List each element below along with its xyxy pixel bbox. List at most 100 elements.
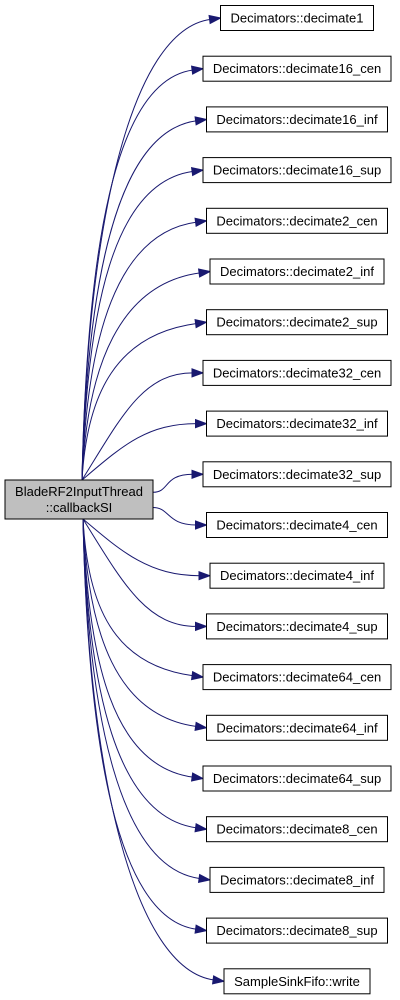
edge-to-decimators-decimate2-sup: [81, 323, 197, 481]
edges-layer: [81, 14, 226, 985]
edge-to-decimators-decimate8-cen: [82, 518, 197, 829]
node-box: [220, 5, 374, 31]
root-node-callbackSI[interactable]: BladeRF2InputThread ::callbackSI: [4, 479, 154, 520]
node-label: Decimators::decimate16_inf: [216, 112, 378, 127]
node-box: [206, 917, 388, 944]
node-label: Decimators::decimate32_cen: [213, 365, 381, 380]
node-decimators-decimate64-cen[interactable]: Decimators::decimate64_cen: [202, 664, 392, 691]
node-samplesinkfifo-write[interactable]: SampleSinkFifo::write: [223, 968, 371, 995]
edge-to-decimators-decimate64-inf: [82, 518, 197, 727]
edge-to-decimators-decimate16-cen: [81, 69, 194, 481]
node-box: [202, 157, 392, 184]
arrowhead-to-decimators-decimate4-cen: [195, 520, 208, 530]
edge-to-decimators-decimate64-cen: [82, 518, 194, 677]
node-label: SampleSinkFifo::write: [234, 974, 360, 989]
node-label: Decimators::decimate2_inf: [220, 264, 374, 279]
edge-to-decimators-decimate16-sup: [81, 170, 194, 481]
edge-to-decimators-decimate32-inf: [81, 423, 197, 481]
node-decimators-decimate64-inf[interactable]: Decimators::decimate64_inf: [206, 714, 388, 741]
node-box: [223, 968, 371, 995]
node-decimators-decimate32-sup[interactable]: Decimators::decimate32_sup: [202, 461, 392, 488]
node-box: [202, 461, 392, 488]
node-label: Decimators::decimate8_sup: [216, 923, 377, 938]
node-box: [206, 816, 388, 843]
node-box: [206, 714, 388, 741]
arrowhead-to-decimators-decimate4-sup: [195, 621, 208, 632]
node-decimators-decimate64-sup[interactable]: Decimators::decimate64_sup: [202, 765, 392, 792]
edge-to-decimators-decimate4-inf: [82, 518, 201, 577]
node-decimators-decimate16-cen[interactable]: Decimators::decimate16_cen: [202, 55, 392, 82]
arrowhead-to-decimators-decimate2-sup: [194, 319, 208, 329]
node-decimators-decimate32-cen[interactable]: Decimators::decimate32_cen: [202, 359, 392, 386]
edge-to-decimators-decimate8-sup: [82, 518, 197, 930]
node-decimators-decimate8-inf[interactable]: Decimators::decimate8_inf: [209, 866, 385, 893]
node-box: [202, 55, 392, 82]
node-decimators-decimate8-cen[interactable]: Decimators::decimate8_cen: [206, 816, 388, 843]
arrowhead-to-decimators-decimate32-sup: [191, 469, 205, 480]
node-box: [209, 258, 385, 285]
node-box: [206, 410, 388, 437]
edge-to-decimators-decimate2-inf: [81, 272, 201, 481]
arrowhead-to-decimators-decimate1: [208, 14, 222, 25]
node-box: [209, 562, 385, 589]
arrowhead-to-decimators-decimate8-cen: [194, 823, 208, 833]
arrowhead-to-decimators-decimate16-inf: [194, 116, 208, 126]
node-decimators-decimate16-sup[interactable]: Decimators::decimate16_sup: [202, 157, 392, 184]
node-decimators-decimate1[interactable]: Decimators::decimate1: [220, 5, 374, 31]
arrowhead-to-decimators-decimate32-cen: [191, 368, 205, 378]
arrowhead-to-decimators-decimate64-sup: [190, 772, 205, 782]
node-decimators-decimate2-sup[interactable]: Decimators::decimate2_sup: [206, 309, 388, 336]
target-nodes-layer: Decimators::decimate1Decimators::decimat…: [202, 5, 392, 995]
node-label: Decimators::decimate4_cen: [216, 518, 377, 533]
root-node-label-line2: ::callbackSI: [46, 500, 112, 515]
node-box: [206, 613, 388, 640]
node-decimators-decimate2-cen[interactable]: Decimators::decimate2_cen: [206, 207, 388, 234]
arrowhead-to-decimators-decimate16-sup: [190, 166, 205, 177]
edge-to-decimators-decimate8-inf: [82, 518, 201, 880]
node-box: [206, 309, 388, 336]
node-label: Decimators::decimate8_inf: [220, 872, 374, 887]
node-label: Decimators::decimate64_cen: [213, 670, 381, 685]
node-label: Decimators::decimate8_cen: [216, 822, 377, 837]
node-label: Decimators::decimate1: [231, 11, 364, 26]
node-decimators-decimate8-sup[interactable]: Decimators::decimate8_sup: [206, 917, 388, 944]
node-decimators-decimate32-inf[interactable]: Decimators::decimate32_inf: [206, 410, 388, 437]
node-box: [202, 664, 392, 691]
node-label: Decimators::decimate16_sup: [213, 163, 381, 178]
node-decimators-decimate2-inf[interactable]: Decimators::decimate2_inf: [209, 258, 385, 285]
node-label: Decimators::decimate64_inf: [216, 720, 378, 735]
arrowhead-to-decimators-decimate16-cen: [190, 65, 205, 75]
node-box: [202, 359, 392, 386]
node-box: [206, 106, 388, 133]
edge-to-decimators-decimate1: [81, 18, 211, 481]
arrowhead-to-decimators-decimate4-inf: [198, 570, 212, 581]
edge-to-decimators-decimate16-inf: [81, 120, 197, 481]
edge-to-samplesinkfifo-write: [82, 518, 215, 981]
arrowhead-to-decimators-decimate8-inf: [197, 873, 212, 884]
edge-to-decimators-decimate32-sup: [152, 473, 194, 493]
node-decimators-decimate4-inf[interactable]: Decimators::decimate4_inf: [209, 562, 385, 589]
edge-to-decimators-decimate2-cen: [81, 221, 197, 481]
arrowhead-to-decimators-decimate2-cen: [194, 217, 208, 227]
arrowhead-to-decimators-decimate32-inf: [195, 418, 208, 429]
node-box: [206, 207, 388, 234]
node-label: Decimators::decimate2_sup: [216, 315, 377, 330]
node-label: Decimators::decimate2_cen: [216, 213, 377, 228]
node-label: Decimators::decimate16_cen: [213, 61, 381, 76]
edge-to-decimators-decimate32-cen: [81, 372, 194, 481]
root-node-label-line1: BladeRF2InputThread: [15, 484, 143, 499]
node-decimators-decimate16-inf[interactable]: Decimators::decimate16_inf: [206, 106, 388, 133]
node-label: Decimators::decimate4_sup: [216, 619, 377, 634]
arrowhead-to-decimators-decimate8-sup: [194, 924, 208, 934]
root-node-box: [4, 479, 154, 520]
arrowhead-to-samplesinkfifo-write: [211, 975, 226, 985]
node-decimators-decimate4-cen[interactable]: Decimators::decimate4_cen: [206, 512, 388, 538]
node-label: Decimators::decimate4_inf: [220, 568, 374, 583]
node-box: [209, 866, 385, 893]
edge-to-decimators-decimate64-sup: [82, 518, 194, 778]
node-box: [202, 765, 392, 792]
edge-to-decimators-decimate4-cen: [152, 507, 197, 526]
node-box: [206, 512, 388, 538]
node-decimators-decimate4-sup[interactable]: Decimators::decimate4_sup: [206, 613, 388, 640]
